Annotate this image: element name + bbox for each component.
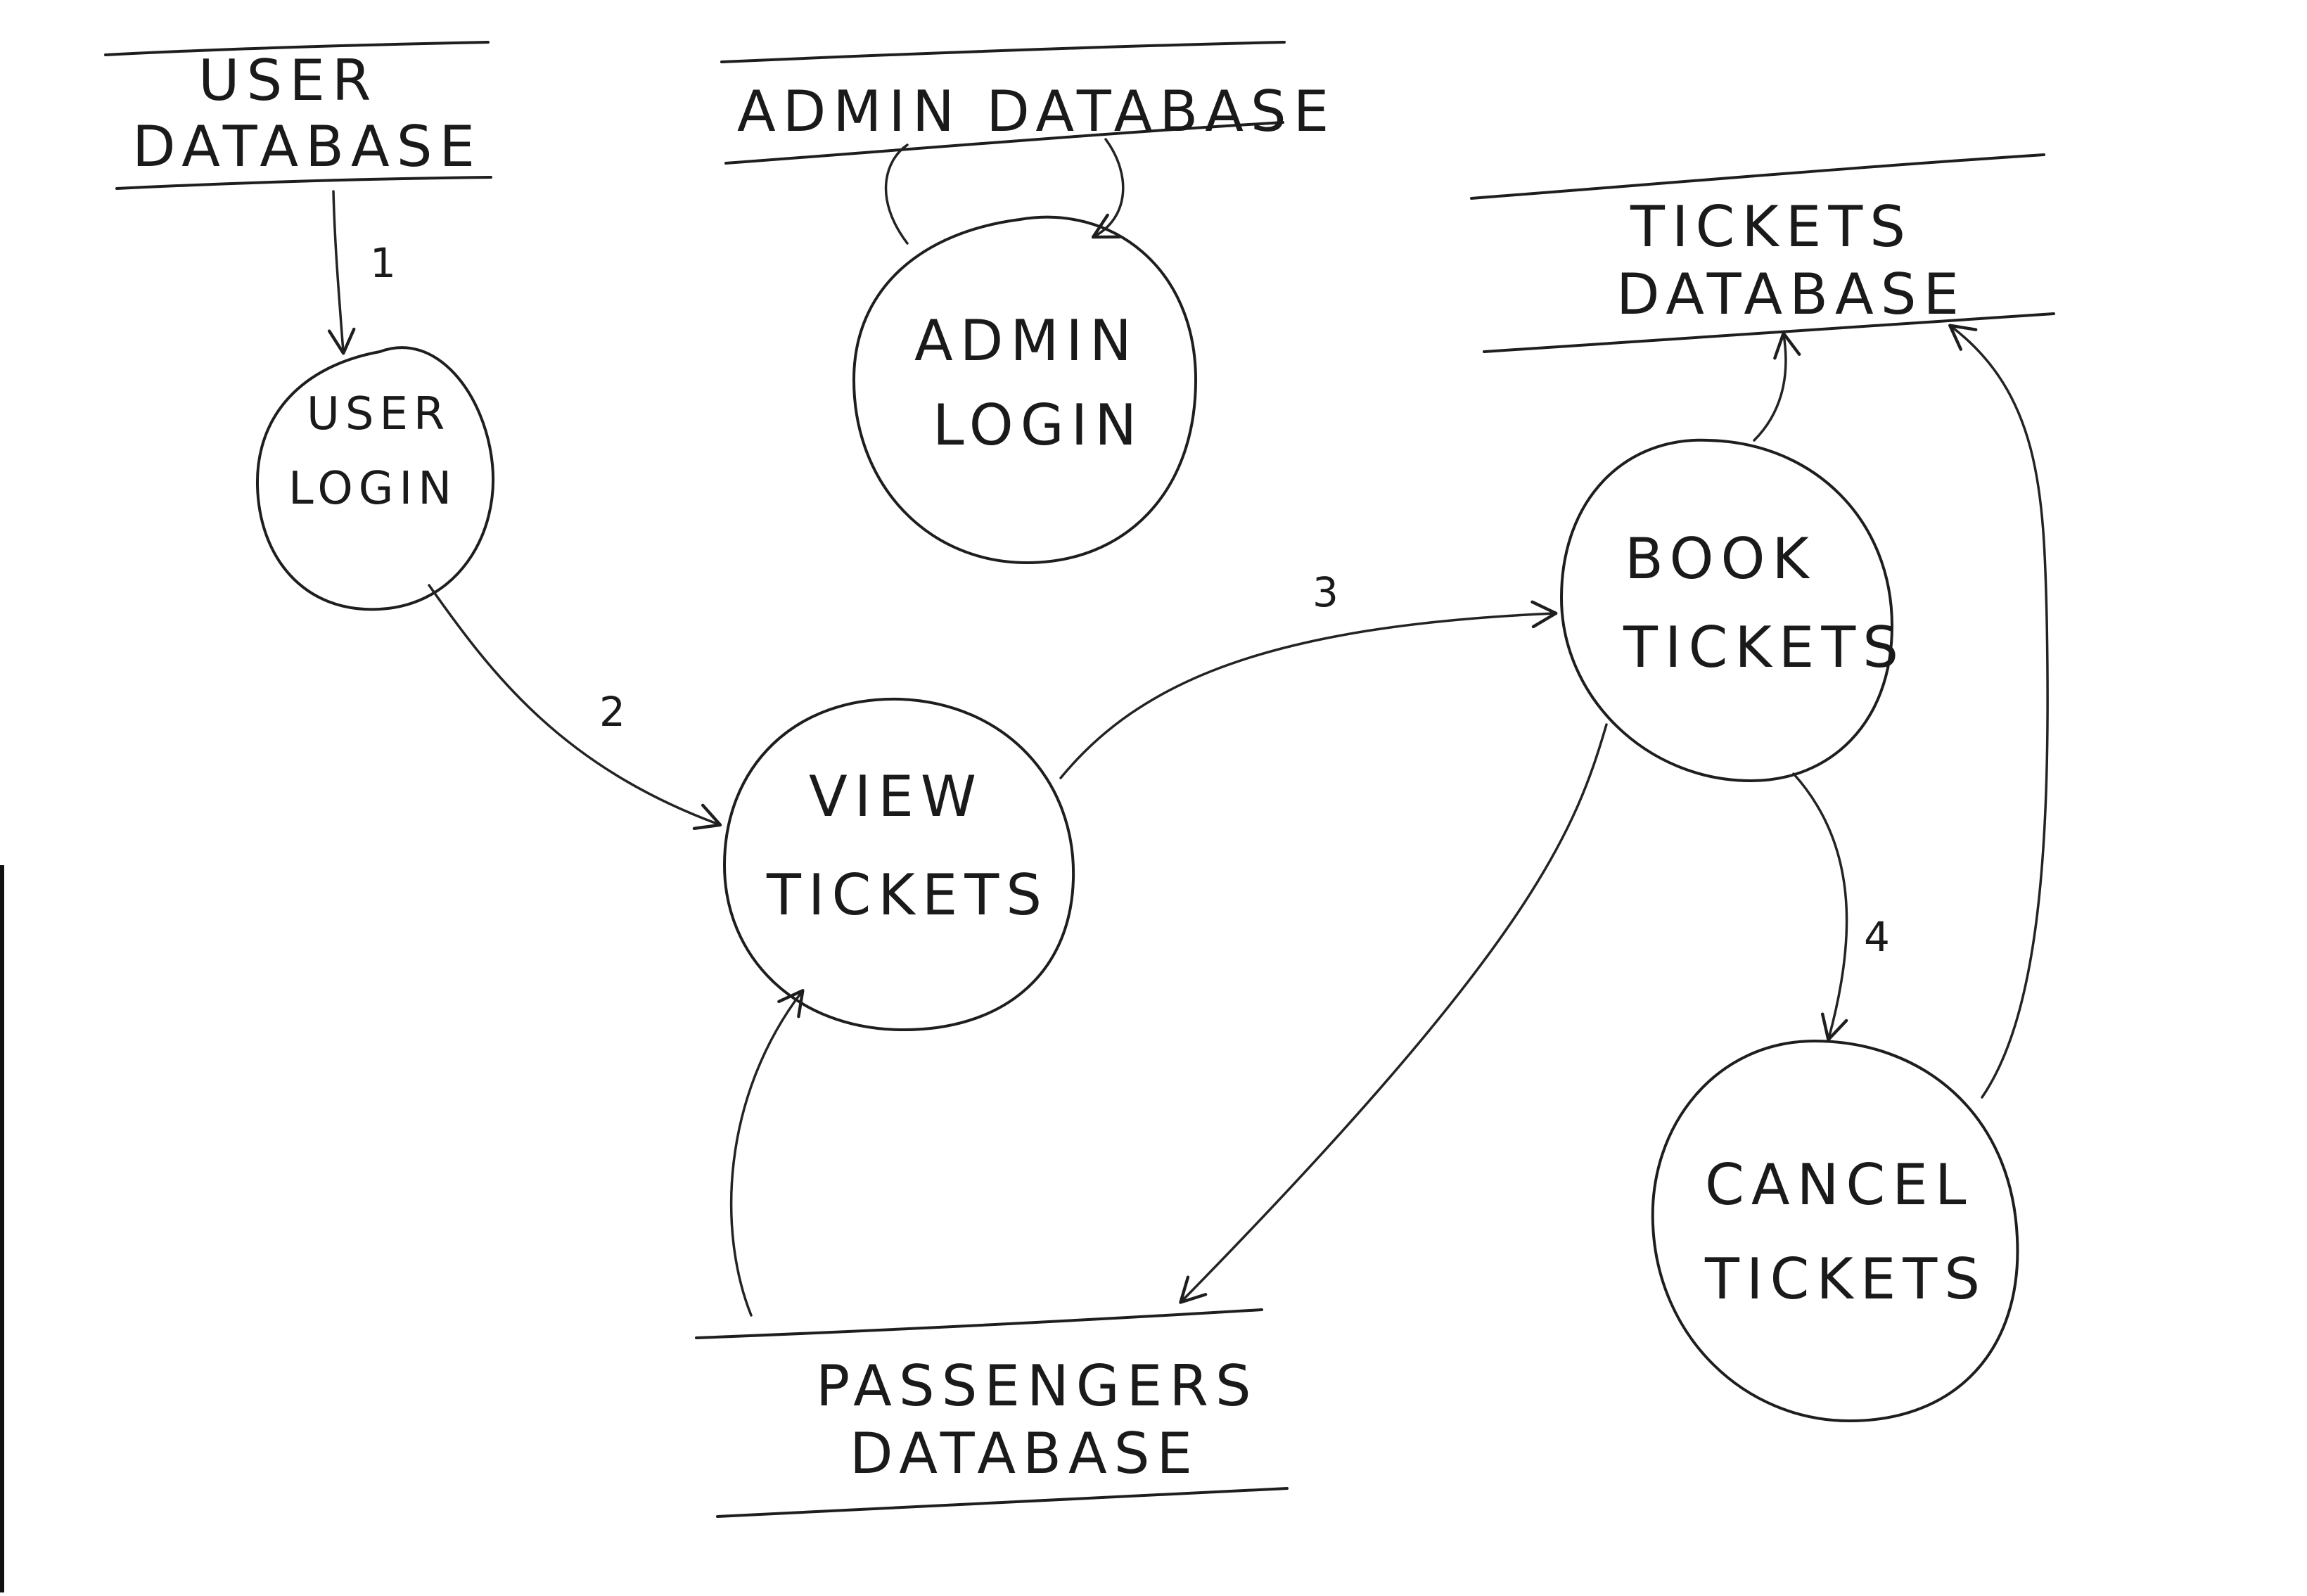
flow-4-number: 4 xyxy=(1864,913,1890,961)
store-user-label-2: DATABASE xyxy=(132,114,482,179)
process-admin-login: ADMIN LOGIN xyxy=(852,215,1197,564)
flow-book-to-tickets-db-arrow xyxy=(1753,331,1801,442)
store-admin-label: ADMIN DATABASE xyxy=(737,79,1336,144)
store-user-label-1: USER xyxy=(198,48,378,113)
store-passengers-bottom-line xyxy=(716,1487,1289,1518)
flow-4-book-to-cancel: 4 xyxy=(1792,772,1890,1042)
flow-1-user-db-to-login: 1 xyxy=(327,190,396,355)
flow-1-arrow xyxy=(327,190,356,355)
process-view-tickets-label-1: VIEW xyxy=(809,764,983,829)
process-cancel-tickets-label-2: TICKETS xyxy=(1704,1246,1987,1312)
store-admin-database: ADMIN DATABASE xyxy=(720,41,1336,165)
flow-4-arrow xyxy=(1792,772,1848,1042)
store-tickets-label-1: TICKETS xyxy=(1630,194,1912,260)
flow-passengers-db-to-view-arrow xyxy=(729,989,805,1317)
store-user-bottom-line xyxy=(115,176,492,190)
flow-admin-loop-arrow xyxy=(884,138,1125,243)
process-book-tickets-circle xyxy=(1560,438,1893,782)
process-book-tickets-label-1: BOOK xyxy=(1625,526,1816,592)
flow-passengers-db-to-view xyxy=(729,989,805,1317)
store-passengers-label-1: PASSENGERS xyxy=(816,1353,1258,1419)
store-passengers-label-2: DATABASE xyxy=(850,1421,1199,1486)
process-view-tickets-circle xyxy=(723,697,1075,1032)
store-user-top-line xyxy=(104,41,490,56)
flow-admin-loop xyxy=(884,138,1125,243)
page-edge-shadow xyxy=(0,865,4,1592)
process-user-login: USER LOGIN xyxy=(255,346,495,611)
store-user-database: USER DATABASE xyxy=(104,41,492,190)
process-view-tickets-label-2: TICKETS xyxy=(766,862,1049,928)
process-admin-login-label-1: ADMIN xyxy=(914,308,1139,374)
flow-book-to-tickets-db xyxy=(1753,331,1801,442)
process-user-login-circle xyxy=(255,346,495,611)
process-book-tickets-label-2: TICKETS xyxy=(1623,615,1905,680)
store-passengers-database: PASSENGERS DATABASE xyxy=(695,1308,1289,1518)
store-admin-top-line xyxy=(720,41,1286,63)
process-user-login-label-1: USER xyxy=(307,388,450,440)
flow-2-login-to-view: 2 xyxy=(428,584,722,831)
store-tickets-database: TICKETS DATABASE xyxy=(1470,153,2055,353)
flow-3-view-to-book: 3 xyxy=(1059,568,1558,779)
store-admin-bottom-line xyxy=(724,121,1284,165)
flow-3-arrow xyxy=(1059,600,1558,779)
flow-book-to-passengers-db xyxy=(1179,723,1608,1304)
store-tickets-label-2: DATABASE xyxy=(1616,262,1966,327)
flow-cancel-to-tickets-db xyxy=(1948,324,2049,1099)
flow-book-to-passengers-db-arrow xyxy=(1179,723,1608,1304)
flow-2-arrow xyxy=(428,584,722,831)
flow-2-number: 2 xyxy=(599,688,625,736)
process-cancel-tickets: CANCEL TICKETS xyxy=(1651,1040,2019,1422)
store-passengers-top-line xyxy=(695,1308,1263,1339)
flow-1-number: 1 xyxy=(370,239,396,287)
process-cancel-tickets-label-1: CANCEL xyxy=(1705,1152,1973,1218)
process-admin-login-circle xyxy=(852,215,1197,564)
process-book-tickets: BOOK TICKETS xyxy=(1560,438,1905,782)
store-tickets-top-line xyxy=(1470,153,2045,200)
process-view-tickets: VIEW TICKETS xyxy=(723,697,1075,1032)
store-tickets-bottom-line xyxy=(1483,312,2055,353)
flow-3-number: 3 xyxy=(1312,568,1338,616)
process-user-login-label-2: LOGIN xyxy=(288,463,457,515)
flow-cancel-to-tickets-db-arrow xyxy=(1948,324,2049,1099)
process-admin-login-label-2: LOGIN xyxy=(933,392,1144,458)
process-cancel-tickets-circle xyxy=(1651,1040,2019,1422)
